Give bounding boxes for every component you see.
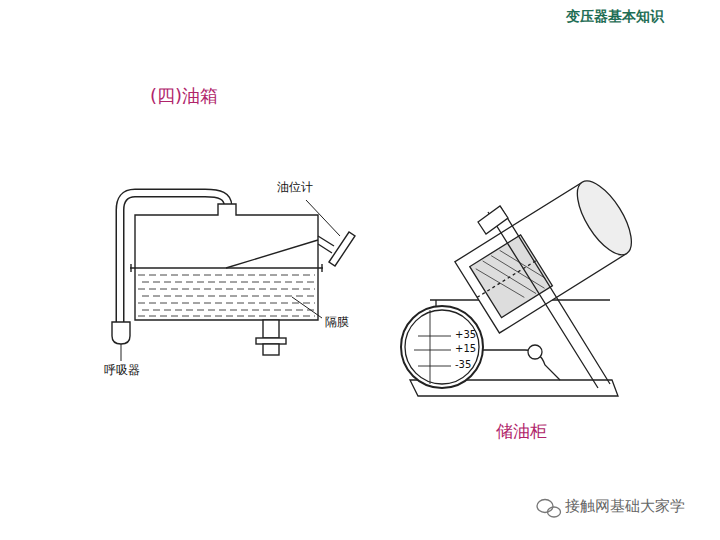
valve (528, 345, 542, 359)
watermark-icon (537, 500, 561, 518)
outlet-pipe (263, 320, 279, 338)
connecting-pipe (480, 350, 560, 380)
part-label: 隔膜 (325, 316, 349, 330)
gauge-tube (430, 310, 431, 384)
scale-value: +15 (455, 343, 476, 355)
outlet-pipe (263, 344, 279, 355)
page-header: 变压器基本知识 (566, 8, 664, 24)
gauge-dial-rim (401, 306, 483, 388)
top-bracket (478, 206, 508, 234)
float-link (226, 240, 318, 268)
outlet-flange (256, 338, 286, 344)
scale-mark (418, 336, 451, 337)
scale-value: -35 (455, 359, 471, 371)
part-label: 油位计 (277, 181, 313, 195)
leader-line (306, 200, 340, 236)
watermark: 接触网基础大家学 (565, 498, 685, 515)
gauge-dial (405, 310, 479, 384)
gauge-stem (318, 236, 334, 253)
oil-hatching (138, 275, 315, 316)
breather (112, 322, 130, 344)
oil-tank-drawing (112, 193, 355, 361)
oil-level-gauge (329, 232, 355, 266)
scale-mark (414, 350, 451, 351)
leader-line (292, 297, 322, 318)
scale-mark (418, 366, 451, 367)
title: (四)油箱 (150, 86, 218, 107)
tank-body (135, 204, 318, 320)
caption: 储油柜 (496, 422, 547, 442)
conservator-drawing (401, 173, 642, 396)
leader-line (121, 344, 122, 361)
part-label: 呼吸器 (104, 364, 140, 378)
diaphragm-clamp (130, 264, 131, 272)
support-bar (488, 206, 610, 388)
scale-value: +35 (455, 329, 476, 341)
diaphragm-clamp (321, 264, 322, 272)
